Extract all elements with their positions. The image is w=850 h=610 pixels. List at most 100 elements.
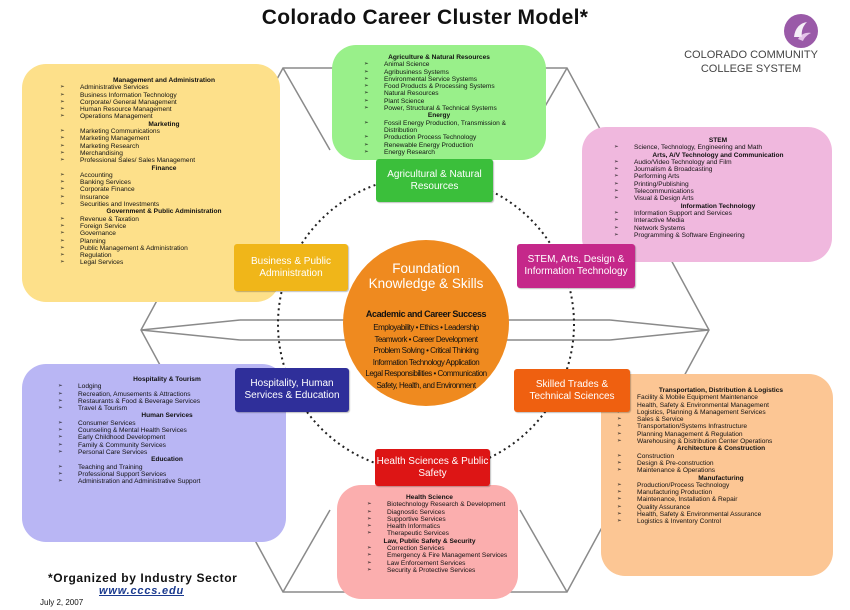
panel-heading: Finance [151, 164, 177, 172]
panel-heading: Transportation, Distribution & Logistics [658, 387, 784, 394]
panel-heading: Agriculture & Natural Resources [388, 54, 490, 61]
list-item: Plant Science [362, 98, 538, 106]
panel-heading: Education [151, 456, 183, 464]
list-item: Revenue & Taxation [58, 216, 270, 224]
skilled-label: Skilled Trades & Technical Sciences [514, 369, 630, 412]
list-item: Lodging [56, 383, 278, 391]
center-skill-line: Problem Solving • Critical Thinking [373, 346, 479, 356]
list-item: Corporate/ General Management [58, 99, 270, 107]
hospitality-label: Hospitality, Human Services & Education [235, 368, 349, 412]
center-subtitle: Academic and Career Success [365, 309, 487, 319]
list-item: Sales & Service [615, 416, 827, 424]
list-item: Marketing Communications [58, 128, 270, 136]
list-item: Corporate Finance [58, 186, 270, 194]
panel-heading: Government & Public Administration [106, 208, 222, 216]
list-item: Therapeutic Services [365, 530, 514, 538]
logo-text: COLORADO COMMUNITY COLLEGE SYSTEM [666, 48, 836, 76]
list-item: Travel & Tourism [56, 405, 278, 413]
center-skill-line: Safety, Health, and Environment [376, 380, 476, 390]
list-item: Animal Science [362, 61, 538, 69]
panel-heading: Hospitality & Tourism [133, 376, 201, 383]
list-item: Network Systems [612, 225, 824, 233]
list-item: Programming & Software Engineering [612, 232, 824, 240]
list-item: Audio/Video Technology and Film [612, 159, 824, 167]
agriculture-panel: Agriculture & Natural Resources Animal S… [332, 45, 546, 160]
list-item: Planning Management & Regulation [615, 431, 827, 439]
list-item: Business Information Technology [58, 92, 270, 100]
panel-heading: Marketing [148, 120, 180, 128]
list-item: Agribusiness Systems [362, 69, 538, 77]
list-item: Professional Sales/ Sales Management [58, 157, 270, 165]
list-item: Warehousing & Distribution Center Operat… [615, 438, 827, 446]
list-item: Environmental Service Systems [362, 76, 538, 84]
panel-heading: Law, Public Safety & Security [383, 537, 476, 545]
list-item: Accounting [58, 172, 270, 180]
list-item: Securities and Investments [58, 201, 270, 209]
list-item: Foreign Service [58, 223, 270, 231]
list-item: Natural Resources [362, 90, 538, 98]
website-link[interactable]: www.cccs.edu [99, 585, 184, 597]
list-item: Food Products & Processing Systems [362, 83, 538, 91]
list-item: Quality Assurance [615, 504, 827, 512]
list-item: Logistics, Planning & Management Service… [615, 409, 827, 417]
list-item: Maintenance & Operations [615, 467, 827, 475]
footnote: *Organized by Industry Sector [48, 571, 238, 585]
list-item: Facility & Mobile Equipment Maintenance [615, 394, 827, 402]
panel-heading: Human Services [141, 412, 193, 420]
list-item: Marketing Research [58, 143, 270, 151]
list-item: Fossil Energy Production, Transmission &… [362, 120, 538, 135]
business-label: Business & Public Administration [234, 244, 348, 291]
list-item: Power, Structural & Technical Systems [362, 105, 538, 113]
list-item: Diagnostic Services [365, 509, 514, 517]
panel-heading: Arts, A/V Technology and Communication [652, 151, 784, 159]
skilled-panel: Transportation, Distribution & Logistics… [601, 374, 833, 576]
list-item: Law Enforcement Services [365, 560, 514, 568]
list-item: Planning [58, 238, 270, 246]
logo-line: COLLEGE SYSTEM [700, 63, 802, 75]
health-panel: Health Science Biotechnology Research & … [337, 485, 518, 599]
list-item: Design & Pre-construction [615, 460, 827, 468]
list-item: Information Support and Services [612, 210, 824, 218]
date-text: July 2, 2007 [40, 598, 84, 607]
center-skill-line: Employability • Ethics • Leadership [373, 323, 479, 332]
list-item: Restaurants & Food & Beverage Services [56, 398, 278, 406]
list-item: Performing Arts [612, 173, 824, 181]
panel-heading: Information Technology [680, 202, 756, 210]
list-item: Professional Support Services [56, 471, 278, 479]
list-item: Health Informatics [365, 523, 514, 531]
center-title-line: Knowledge & Skills [368, 276, 484, 291]
agriculture-label: Agricultural & Natural Resources [376, 159, 493, 202]
list-item: Emergency & Fire Management Services [365, 552, 514, 560]
list-item: Legal Services [58, 259, 270, 267]
list-item: Production/Process Technology [615, 482, 827, 490]
list-item: Early Childhood Development [56, 434, 278, 442]
stem-label: STEM, Arts, Design & Information Technol… [517, 244, 635, 288]
panel-heading: Management and Administration [113, 77, 215, 84]
list-item: Human Resource Management [58, 106, 270, 114]
list-item: Telecommunications [612, 188, 824, 196]
list-item: Governance [58, 230, 270, 238]
list-item: Renewable Energy Production [362, 142, 538, 150]
center-title: Foundation Knowledge & Skills [343, 261, 509, 291]
foundation-circle: Foundation Knowledge & Skills Academic a… [343, 240, 509, 406]
health-label: Health Sciences & Public Safety [375, 449, 490, 486]
list-item: Regulation [58, 252, 270, 260]
center-skill-line: Information Technology Application [372, 357, 480, 367]
list-item: Biotechnology Research & Development [365, 501, 514, 509]
list-item: Correction Services [365, 545, 514, 553]
panel-heading: STEM [708, 137, 728, 144]
list-item: Banking Services [58, 179, 270, 187]
list-item: Transportation/Systems Infrastructure [615, 423, 827, 431]
list-item: Construction [615, 453, 827, 461]
panel-heading: Manufacturing [698, 474, 744, 482]
list-item: Health, Safety & Environmental Assurance [615, 511, 827, 519]
logo-line: COLORADO COMMUNITY [684, 49, 818, 61]
cccs-logo-icon [784, 14, 818, 48]
list-item: Merchandising [58, 150, 270, 158]
center-title-line: Foundation [392, 261, 460, 276]
list-item: Administrative Services [58, 84, 270, 92]
list-item: Printing/Publishing [612, 181, 824, 189]
list-item: Health, Safety & Environmental Managemen… [615, 402, 827, 410]
center-skill-list: Employability • Ethics • Leadership Team… [343, 322, 509, 392]
center-skill-line: Legal Responsibilities • Communication [365, 369, 487, 379]
